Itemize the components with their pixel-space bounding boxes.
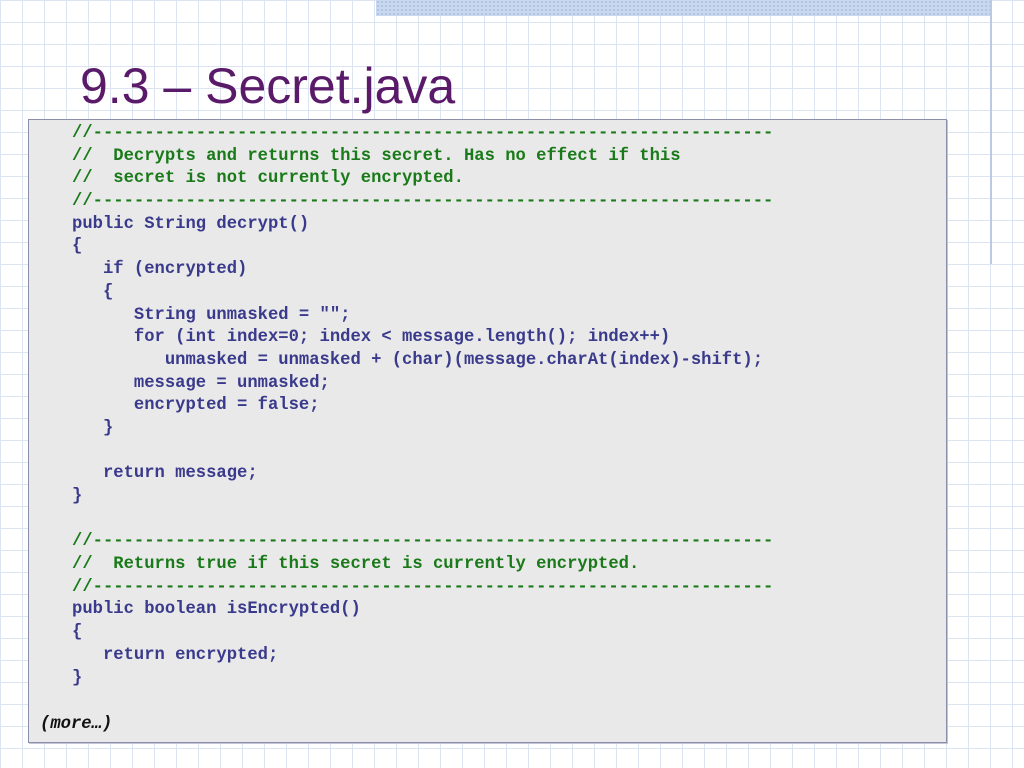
code-comment-line: // secret is not currently encrypted. bbox=[72, 169, 464, 189]
code-blank-line bbox=[72, 509, 773, 532]
code-line: } bbox=[72, 487, 83, 506]
slide-title: 9.3 – Secret.java bbox=[80, 58, 456, 114]
right-decoration-rule bbox=[990, 0, 992, 264]
code-comment-line: // Decrypts and returns this secret. Has… bbox=[72, 146, 681, 166]
header-decoration-band bbox=[376, 0, 990, 16]
code-comment-line: // Returns true if this secret is curren… bbox=[72, 555, 640, 575]
code-line: for (int index=0; index < message.length… bbox=[72, 328, 671, 348]
code-comment-line: //--------------------------------------… bbox=[72, 577, 774, 597]
code-comment-line: //--------------------------------------… bbox=[72, 124, 774, 143]
code-line: public boolean isEncrypted() bbox=[72, 600, 361, 620]
code-line: unmasked = unmasked + (char)(message.cha… bbox=[72, 350, 764, 370]
code-line: if (encrypted) bbox=[72, 260, 248, 280]
code-line: String unmasked = ""; bbox=[72, 305, 351, 325]
code-blank-line bbox=[72, 441, 773, 464]
code-line: { bbox=[72, 237, 83, 257]
code-line: return message; bbox=[72, 464, 258, 484]
code-line: } bbox=[72, 668, 83, 688]
code-comment-line: //--------------------------------------… bbox=[72, 532, 774, 552]
code-line: { bbox=[72, 282, 114, 302]
code-comment-line: //--------------------------------------… bbox=[72, 192, 774, 212]
code-line: } bbox=[72, 418, 114, 438]
code-listing-box: //--------------------------------------… bbox=[28, 119, 947, 743]
code-line: return encrypted; bbox=[72, 645, 279, 665]
code-line: message = unmasked; bbox=[72, 373, 330, 393]
code-line: encrypted = false; bbox=[72, 396, 320, 416]
code-lines: //--------------------------------------… bbox=[72, 123, 773, 690]
code-line: public String decrypt() bbox=[72, 214, 310, 234]
code-line: { bbox=[72, 623, 83, 643]
more-indicator: (more…) bbox=[40, 715, 113, 734]
